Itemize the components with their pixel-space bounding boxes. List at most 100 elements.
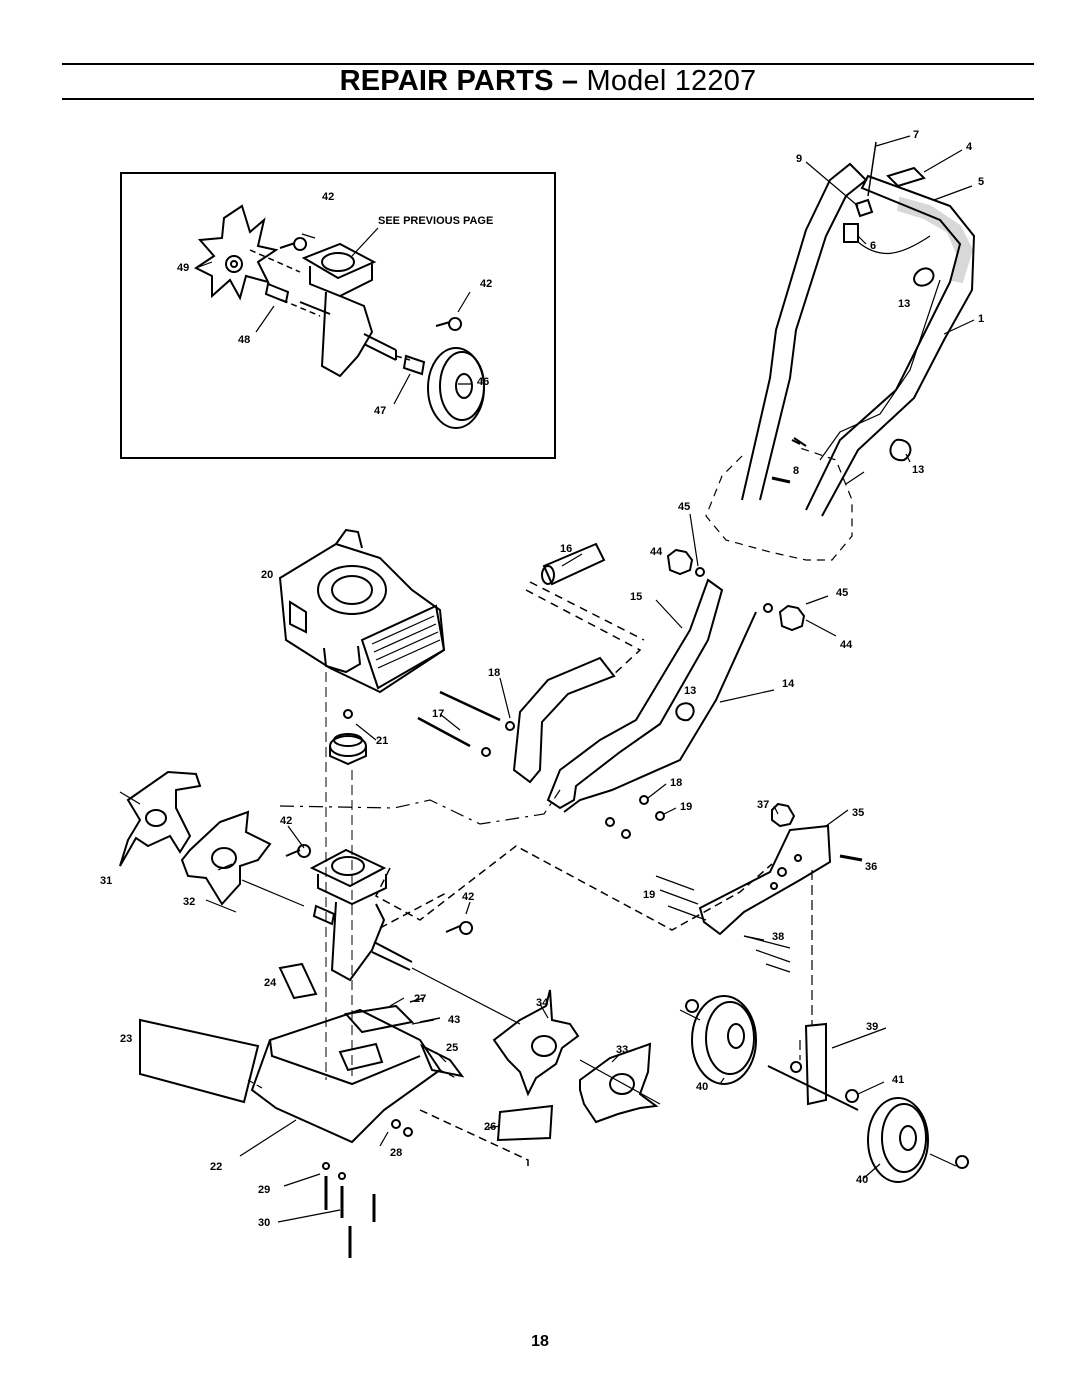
lower-frame-15	[546, 578, 724, 810]
callout-45: 45	[836, 587, 848, 599]
inset-tine-hub	[225, 255, 243, 273]
callout-5: 5	[978, 176, 984, 188]
callout-9: 9	[796, 153, 802, 165]
decal-26	[496, 1104, 554, 1142]
callout-18: 18	[488, 667, 500, 679]
cable-tie-frame	[675, 702, 695, 722]
inset-gearbox-flange	[301, 242, 377, 280]
bolt-36	[839, 854, 863, 862]
washer-17	[481, 747, 491, 757]
engine-fuel-cap	[335, 528, 363, 549]
throttle-cable	[819, 235, 941, 461]
callout-30: 30	[258, 1217, 270, 1229]
inset-bushing	[264, 282, 290, 304]
callout-42: 42	[280, 815, 292, 827]
tine-32	[180, 810, 272, 906]
clip-41b	[845, 1089, 860, 1103]
gearbox-frame-outline	[375, 845, 773, 931]
cable-tie-lower	[889, 438, 912, 462]
inset-frame	[120, 172, 556, 459]
callout-31: 31	[100, 875, 112, 887]
handle-grip	[896, 196, 974, 284]
engine-body	[278, 542, 446, 694]
callout-42: 42	[480, 278, 492, 290]
nut-28a	[391, 1119, 401, 1129]
axle-39	[767, 1065, 859, 1111]
handle-grip-16	[542, 542, 606, 586]
axle-bracket-39	[804, 1022, 827, 1106]
washer-18-upper	[505, 721, 515, 731]
inset-tine-star	[194, 204, 279, 301]
callout-36: 36	[865, 861, 877, 873]
handle-assembly	[417, 141, 976, 839]
callout-19: 19	[680, 801, 692, 813]
callout-41: 41	[892, 1074, 904, 1086]
washer-18-lower	[639, 795, 649, 805]
handle-left-bar	[741, 162, 868, 501]
callout-37: 37	[757, 799, 769, 811]
knob-37	[771, 802, 796, 828]
tine-34	[492, 989, 580, 1097]
bolts-19-lower	[655, 875, 707, 921]
inset-wheel-rim	[439, 351, 485, 421]
callout-4: 4	[966, 141, 973, 153]
callout-38: 38	[772, 931, 784, 943]
wheel-40-rear	[867, 1097, 929, 1183]
engine-base	[323, 645, 362, 674]
inset-leader-lines	[195, 227, 472, 405]
callout-47: 47	[374, 405, 386, 417]
inset-assembly-lines	[249, 249, 411, 361]
bracket-35	[698, 824, 832, 936]
callout-42: 42	[322, 191, 334, 203]
shield-slot	[338, 1042, 384, 1072]
engine-muffler	[360, 604, 446, 690]
callout-21: 21	[376, 735, 388, 747]
inset-spacer	[402, 354, 426, 376]
throttle-control	[843, 223, 859, 243]
decal-25	[420, 1043, 465, 1078]
washer-engine	[343, 709, 353, 719]
inset-panel	[120, 172, 556, 459]
decal-4	[886, 166, 926, 188]
inset-clip-pin-upper	[279, 237, 308, 251]
engine-recoil-inner	[331, 575, 373, 605]
title-rule-top	[62, 63, 1034, 65]
callout-15: 15	[630, 591, 642, 603]
grip-16-end	[541, 565, 555, 585]
washer-45-right	[763, 603, 773, 613]
label-see-previous-page: SEE PREVIOUS PAGE	[378, 215, 493, 227]
title-rule-bottom	[62, 98, 1034, 100]
callout-13: 13	[684, 685, 696, 697]
callout-33: 33	[616, 1044, 628, 1056]
inset-clip-pin-lower	[435, 317, 463, 331]
clip-41d	[790, 1061, 803, 1073]
callout-27: 27	[414, 993, 426, 1005]
grip-assembly-lines	[525, 581, 645, 677]
callout-23: 23	[120, 1033, 132, 1045]
callout-43: 43	[448, 1014, 460, 1026]
callout-18: 18	[670, 777, 682, 789]
callout-40: 40	[856, 1174, 868, 1186]
callout-45: 45	[678, 501, 690, 513]
engine-20	[278, 528, 446, 694]
callout-24: 24	[264, 977, 277, 989]
washer-29a	[322, 1162, 330, 1170]
callout-29: 29	[258, 1184, 270, 1196]
decal-23	[139, 1018, 260, 1104]
callout-49: 49	[177, 262, 189, 274]
tine-31	[119, 770, 202, 867]
clutch-21	[329, 733, 367, 766]
inset-gearbox-top	[309, 264, 373, 298]
bolt-8-lower	[771, 476, 791, 484]
throttle-clip	[854, 198, 874, 218]
tine-shaft-lines-left	[119, 791, 305, 907]
bolt-8-upper	[791, 437, 807, 447]
callout-25: 25	[446, 1042, 458, 1054]
wheel-axle-lines	[679, 1009, 957, 1167]
callout-40: 40	[696, 1081, 708, 1093]
title-bold: REPAIR PARTS –	[339, 65, 587, 97]
callout-8: 8	[793, 465, 799, 477]
lower-frame-handle-loop	[512, 656, 616, 784]
engine-air-filter	[289, 600, 307, 634]
inset-axle	[363, 333, 397, 361]
